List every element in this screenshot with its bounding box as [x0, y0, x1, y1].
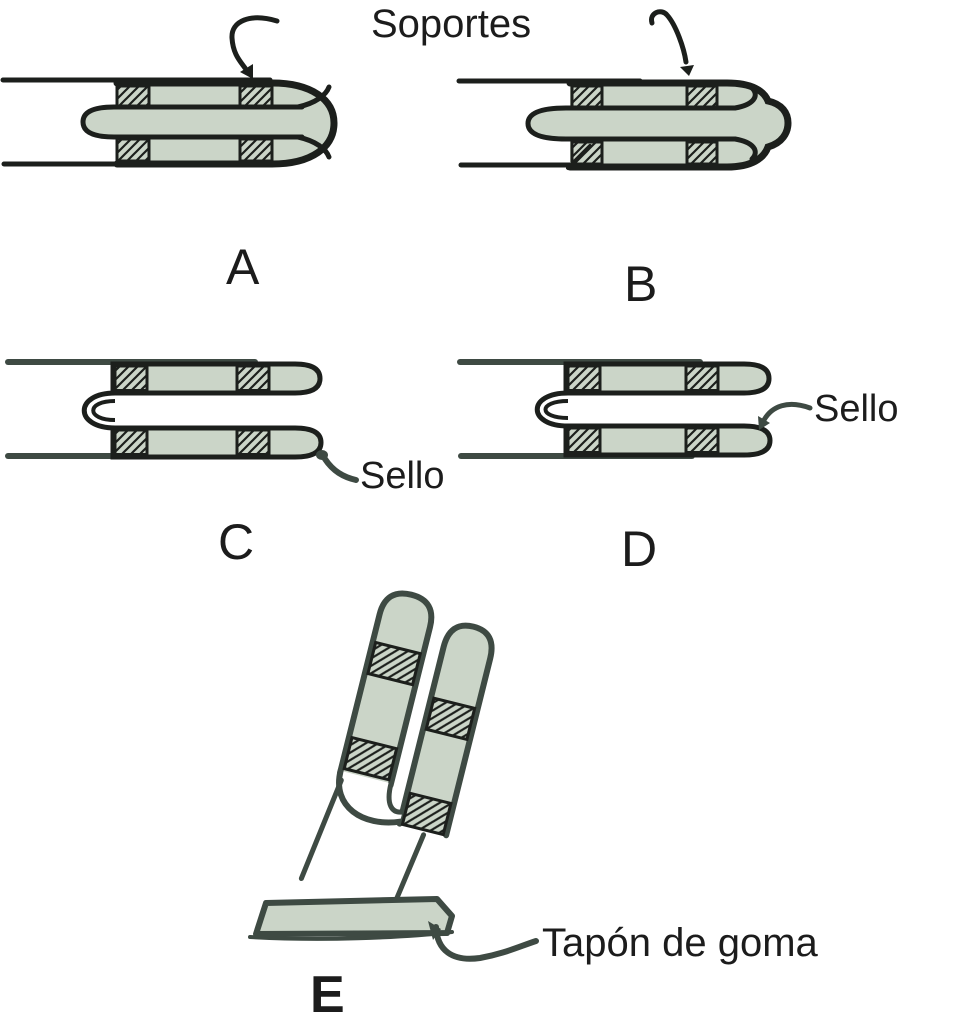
support-hatch — [685, 84, 719, 109]
left-tube — [337, 590, 435, 789]
figure-e-label: E — [310, 966, 345, 1024]
support-hatch — [424, 696, 477, 742]
sample-tube-flare-bottom — [295, 134, 332, 160]
u-bend-inner — [543, 399, 569, 420]
support-hatch — [115, 84, 151, 109]
figure-c-label: C — [218, 514, 254, 570]
support-hatch — [238, 84, 274, 109]
figure-d-label: D — [621, 521, 657, 577]
soportes-arrow-a — [229, 15, 280, 71]
sample-tube-outline — [80, 104, 305, 140]
sample-tube-flare-top — [295, 84, 332, 110]
figure-c: Sello C — [5, 359, 445, 570]
support-hatch — [685, 140, 719, 166]
inner-tube-end-bottom — [732, 136, 758, 162]
arrowhead-icon — [680, 65, 694, 76]
tapon-leader-line — [433, 924, 539, 962]
outer-tube-wall-right — [390, 832, 427, 910]
support-hatch — [235, 428, 271, 456]
support-hatch — [115, 137, 151, 163]
support-hatch — [238, 137, 274, 163]
support-hatch-stray-line — [566, 144, 592, 170]
sample-tube-outline — [525, 105, 738, 142]
leader-hook — [428, 921, 441, 940]
support-hatch — [684, 364, 720, 392]
tapon-label: Tapón de goma — [542, 921, 819, 965]
sello-d-label: Sello — [814, 388, 899, 430]
arrowhead-icon — [240, 64, 253, 79]
support-hatch — [113, 364, 149, 392]
figure-b-label: B — [624, 256, 657, 312]
u-bend-inner — [386, 780, 405, 815]
outer-tube-cap-outline — [566, 79, 792, 171]
figure-e: Tapón de goma E — [248, 590, 819, 1024]
inner-tube-end-top — [732, 85, 758, 111]
sello-leader-line — [322, 456, 359, 483]
support-hatch — [566, 364, 602, 392]
soportes-label: Soportes — [371, 2, 531, 46]
u-bend-inner — [91, 399, 116, 422]
tilted-tube-assembly — [298, 590, 495, 910]
support-hatch — [342, 735, 399, 782]
sello-leader-line — [761, 402, 813, 423]
support-hatch — [113, 428, 149, 456]
figure-a-label: A — [226, 239, 260, 295]
figure-b: B — [456, 9, 792, 312]
support-hatch — [235, 364, 271, 392]
figure-a: A — [0, 15, 338, 295]
support-hatch — [566, 426, 602, 454]
support-hatch — [684, 426, 720, 454]
sello-c-label: Sello — [360, 455, 445, 497]
outer-tube-cap-outline — [113, 79, 338, 168]
arrowhead-icon — [758, 416, 770, 430]
support-hatch — [570, 84, 604, 109]
support-hatch — [366, 640, 423, 687]
tube-assembly-body — [529, 83, 788, 167]
rubber-stopper — [253, 896, 455, 937]
soportes-arrow-b — [649, 9, 689, 65]
outer-tube-wall-left — [298, 777, 344, 882]
support-hatch — [400, 791, 453, 837]
figure-d: Sello D — [457, 359, 899, 577]
